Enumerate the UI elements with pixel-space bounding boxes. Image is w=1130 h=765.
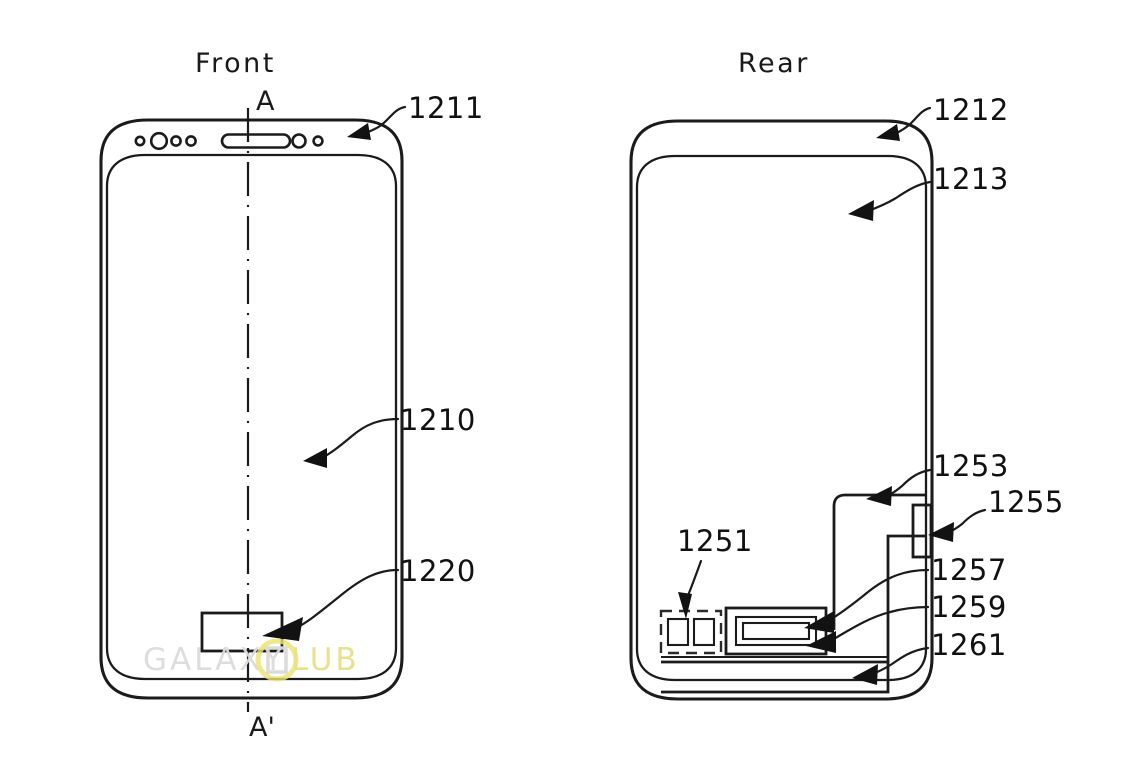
antenna-inner-frame-1257 [734, 615, 818, 647]
bracket-frame-1253 [832, 493, 926, 630]
arrowhead-1220 [262, 617, 303, 641]
rear-view-title: Rear [738, 48, 810, 79]
ref-number-1213: 1213 [933, 162, 1009, 196]
ref-leader-1259: 1259 [806, 590, 1007, 653]
arrowhead-1253 [866, 486, 892, 506]
front-camera-icon [149, 131, 169, 151]
ref-leader-1210: 1210 [303, 403, 476, 468]
light-sensor-icon [185, 135, 197, 147]
ref-leader-1253: 1253 [866, 449, 1009, 506]
section-label-a: A [256, 86, 275, 117]
arrowhead-1257 [804, 611, 834, 633]
ref-leader-1213: 1213 [848, 162, 1009, 221]
ref-number-1211: 1211 [408, 91, 484, 125]
earpiece-speaker-icon [220, 133, 292, 149]
ref-number-1257: 1257 [931, 553, 1007, 587]
front-phone-body [99, 118, 404, 700]
front-view-title: Front [195, 48, 276, 79]
iris-scanner-icon [291, 133, 307, 149]
side-key-1255 [911, 503, 933, 559]
ref-number-1259: 1259 [931, 590, 1007, 624]
ref-leader-1257: 1257 [804, 553, 1007, 633]
arrowhead-1213 [848, 200, 874, 221]
ref-number-1261: 1261 [931, 628, 1007, 662]
proximity-sensor-icon [170, 135, 182, 147]
ref-leader-1211: 1211 [347, 91, 484, 140]
front-device-outline [99, 118, 404, 700]
module-outline-1251 [659, 609, 723, 655]
ref-leader-1220: 1220 [262, 554, 476, 641]
ref-number-1212: 1212 [933, 93, 1009, 127]
front-section-line: A A' [246, 86, 275, 743]
section-label-a-prime: A' [249, 712, 275, 743]
led-indicator-icon [312, 135, 324, 147]
watermark-text-secondary: LUB [291, 642, 360, 678]
ref-number-1255: 1255 [988, 485, 1064, 519]
arrowhead-1255 [928, 522, 954, 542]
small-sensor-dot-icon [134, 135, 146, 147]
front-sensor-cluster [134, 131, 324, 151]
watermark-logo-chip [266, 646, 288, 674]
rear-device-outline [629, 119, 934, 701]
ref-leader-1251: 1251 [677, 524, 753, 619]
watermark-logo-ring [255, 638, 299, 682]
ref-number-1251: 1251 [677, 524, 753, 558]
arrowhead-1211 [347, 123, 371, 140]
bottom-bar-1261 [661, 660, 890, 694]
arrowhead-1259 [806, 631, 836, 653]
module-square-right-1251 [692, 617, 716, 647]
ref-leader-1261: 1261 [852, 628, 1007, 685]
ref-number-1220: 1220 [400, 554, 476, 588]
arrowhead-1261 [852, 664, 878, 685]
arrowhead-1212 [876, 124, 900, 141]
watermark: GALAXY LUB [143, 638, 360, 682]
ref-number-1253: 1253 [933, 449, 1009, 483]
ref-leader-1212: 1212 [876, 93, 1009, 141]
rear-internal-components [659, 493, 933, 694]
front-display-outline [105, 153, 398, 681]
antenna-element-1257 [741, 621, 811, 641]
ref-leader-1255: 1255 [928, 485, 1064, 542]
arrowhead-1210 [303, 448, 327, 468]
arrowhead-1251 [678, 592, 692, 619]
ref-number-1210: 1210 [400, 403, 476, 437]
module-square-left-1251 [666, 617, 690, 647]
